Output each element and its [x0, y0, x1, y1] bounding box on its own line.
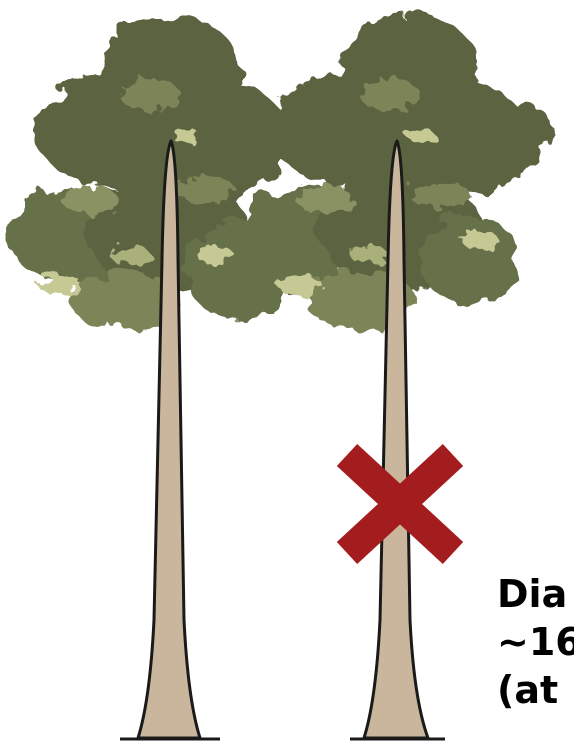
annotation-line-3: (at — [497, 666, 574, 714]
tree-left — [8, 15, 295, 739]
annotation-line-1: Dia — [497, 570, 574, 618]
annotation-line-2: ~16 — [497, 618, 574, 666]
diameter-annotation: Dia ~16 (at — [497, 570, 574, 714]
